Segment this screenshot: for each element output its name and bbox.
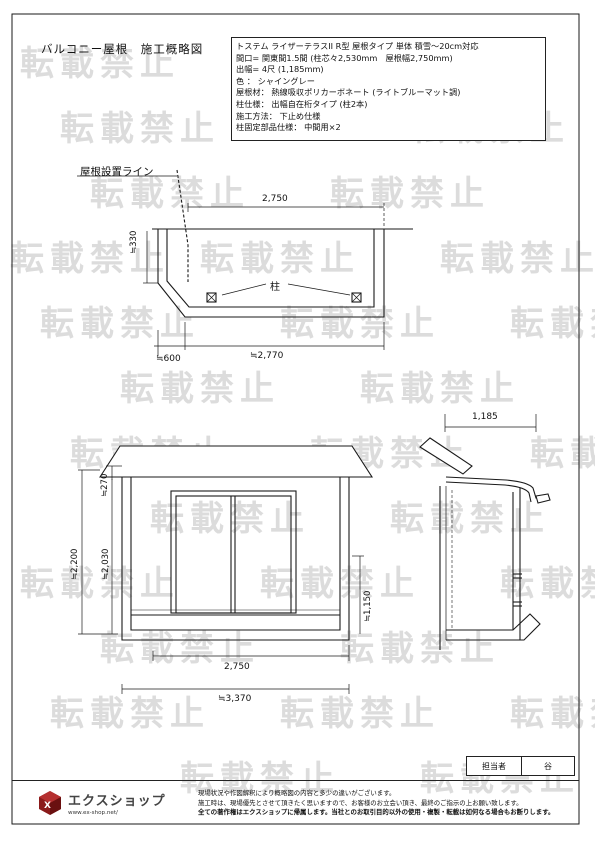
watermark-text: 転載禁止 (510, 304, 595, 344)
watermark-text: 転載禁止 (390, 499, 550, 539)
post-label: 柱 (270, 282, 280, 293)
front-dim-2750-text: 2,750 (224, 662, 250, 672)
footer-note-1: 現場状況や作図解釈により概略図の内容と多少の違いがございます。 (198, 789, 396, 797)
spec-box: トステム ライザーテラスII R型 屋根タイプ 単体 積雪〜20cm対応 間口=… (231, 37, 546, 141)
front-dim-2030-text: ≒2,030 (101, 548, 111, 580)
footer-note-3: 全ての著作権はエクスショップに帰属します。当社とのお取引目的以外の使用・複製・転… (198, 808, 555, 817)
plan-post-left-x2 (206, 292, 217, 303)
front-view (78, 445, 374, 694)
watermark-text: 転載禁止 (530, 434, 595, 474)
watermark-text: 転載禁止 (280, 304, 440, 344)
brand-url: www.ex-shop.net/ (68, 810, 118, 816)
footer-note-2: 施工時は、現場優先とさせて頂きたく思いますので、お客様のお立会い頂き、最終のご指… (198, 798, 523, 807)
watermark-text: 転載禁止 (260, 564, 420, 604)
plan-roof-install-line (176, 169, 189, 282)
watermark-text: 転載禁止 (20, 44, 180, 84)
front-dim-3370-text: ≒3,370 (218, 694, 252, 704)
spec-line-roof-material: 屋根材： 熱線吸収ポリカーボネート (ライトブルーマット調) (236, 87, 461, 98)
plan-post-left (206, 292, 217, 303)
stamp-value: 谷 (544, 761, 552, 771)
watermark-text: 転載禁止 (20, 564, 180, 604)
brand-name: エクスショップ (68, 794, 166, 809)
sheet-title: バルコニー屋根 施工概略図 (41, 42, 204, 56)
spec-line-depth: 出幅= 4尺 (1,185mm) (236, 64, 324, 75)
watermark-text: 転載禁止 (120, 369, 280, 409)
roof-install-line-label: 屋根設置ライン (80, 166, 154, 178)
spec-line-color: 色 ： シャイングレー (236, 75, 315, 86)
side-balcony-floor (446, 613, 541, 641)
svg-text:X: X (44, 801, 51, 811)
front-frame-outer (121, 477, 350, 641)
plan-dim-2770-text: ≒2,770 (250, 351, 284, 361)
front-frame-inner (130, 477, 341, 631)
plan-post-leader-left (221, 283, 267, 296)
side-gutter (535, 493, 551, 504)
watermark-text: 転載禁止 (180, 759, 340, 799)
watermark-text: 転載禁止 (60, 109, 220, 149)
watermark-text: 転載禁止 (40, 304, 200, 344)
stamp-label: 担当者 (467, 757, 522, 775)
plan-dim-2750-text: 2,750 (262, 194, 288, 204)
watermark-text: 転載禁止 (280, 694, 440, 734)
stamp-box: 担当者 谷 (466, 756, 575, 776)
watermark-text: 転載禁止 (360, 369, 520, 409)
side-terrace-roof-2 (445, 481, 532, 503)
front-roof (98, 445, 374, 478)
side-dim-1185-text: 1,185 (472, 412, 498, 422)
plan-post-right-x2 (351, 292, 362, 303)
footer: X エクスショップ www.ex-shop.net/ 現場状況や作図解釈により概… (12, 780, 579, 825)
spec-line-fixing: 柱固定部品仕様： 中間用×2 (236, 122, 341, 133)
watermark-text: 転載禁止 (510, 694, 595, 734)
sheet-frame (11, 13, 580, 825)
watermark-text: 転載禁止 (340, 629, 500, 669)
watermark-text: 転載禁止 (330, 174, 490, 214)
watermark-text: 転載禁止 (440, 239, 595, 279)
plan-post-leader-right (287, 283, 351, 296)
plan-view (77, 169, 413, 356)
front-dim-2200-text: ≒2,200 (70, 548, 80, 580)
plan-roof-inner (166, 229, 375, 308)
watermark-text: 転載禁止 (100, 629, 260, 669)
brand-logo: X エクスショップ www.ex-shop.net/ (36, 789, 166, 817)
watermark-layer: 転載禁止転載禁止転載禁止転載禁止転載禁止転載禁止転載禁止転載禁止転載禁止転載禁止… (10, 44, 595, 799)
plan-roof-outer (157, 229, 385, 318)
watermark-text: 転載禁止 (90, 174, 250, 214)
plan-dim-330-text: ≒330 (129, 230, 139, 254)
watermark-text: 転載禁止 (50, 694, 210, 734)
spec-line-width: 間口= 関東間1.5間 (柱芯々2,530mm 屋根幅2,750mm) (236, 52, 453, 63)
watermark-text: 転載禁止 (10, 239, 170, 279)
watermark-text: 転載禁止 (500, 564, 595, 604)
side-terrace-roof (445, 476, 547, 499)
watermark-text: 転載禁止 (150, 499, 310, 539)
front-dim-270-text: ≒270 (100, 473, 110, 497)
spec-line-post: 柱仕様： 出幅自在桁タイプ (柱2本) (236, 98, 368, 109)
front-window-inner (175, 495, 292, 614)
plan-dim-600-text: ≒600 (156, 354, 181, 364)
side-eaves (419, 437, 473, 475)
front-dim-1150-text: ≒1,150 (363, 590, 373, 622)
footer-notes: 現場状況や作図解釈により概略図の内容と多少の違いがございます。 施工時は、現場優… (198, 789, 554, 818)
brand-cube-icon: X (39, 791, 61, 815)
spec-line-method: 施工方法： 下止め仕様 (236, 110, 321, 121)
spec-line-product: トステム ライザーテラスII R型 屋根タイプ 単体 積雪〜20cm対応 (236, 41, 479, 51)
plan-post-right (351, 292, 362, 303)
watermark-text: 転載禁止 (200, 239, 360, 279)
side-view (419, 414, 551, 650)
